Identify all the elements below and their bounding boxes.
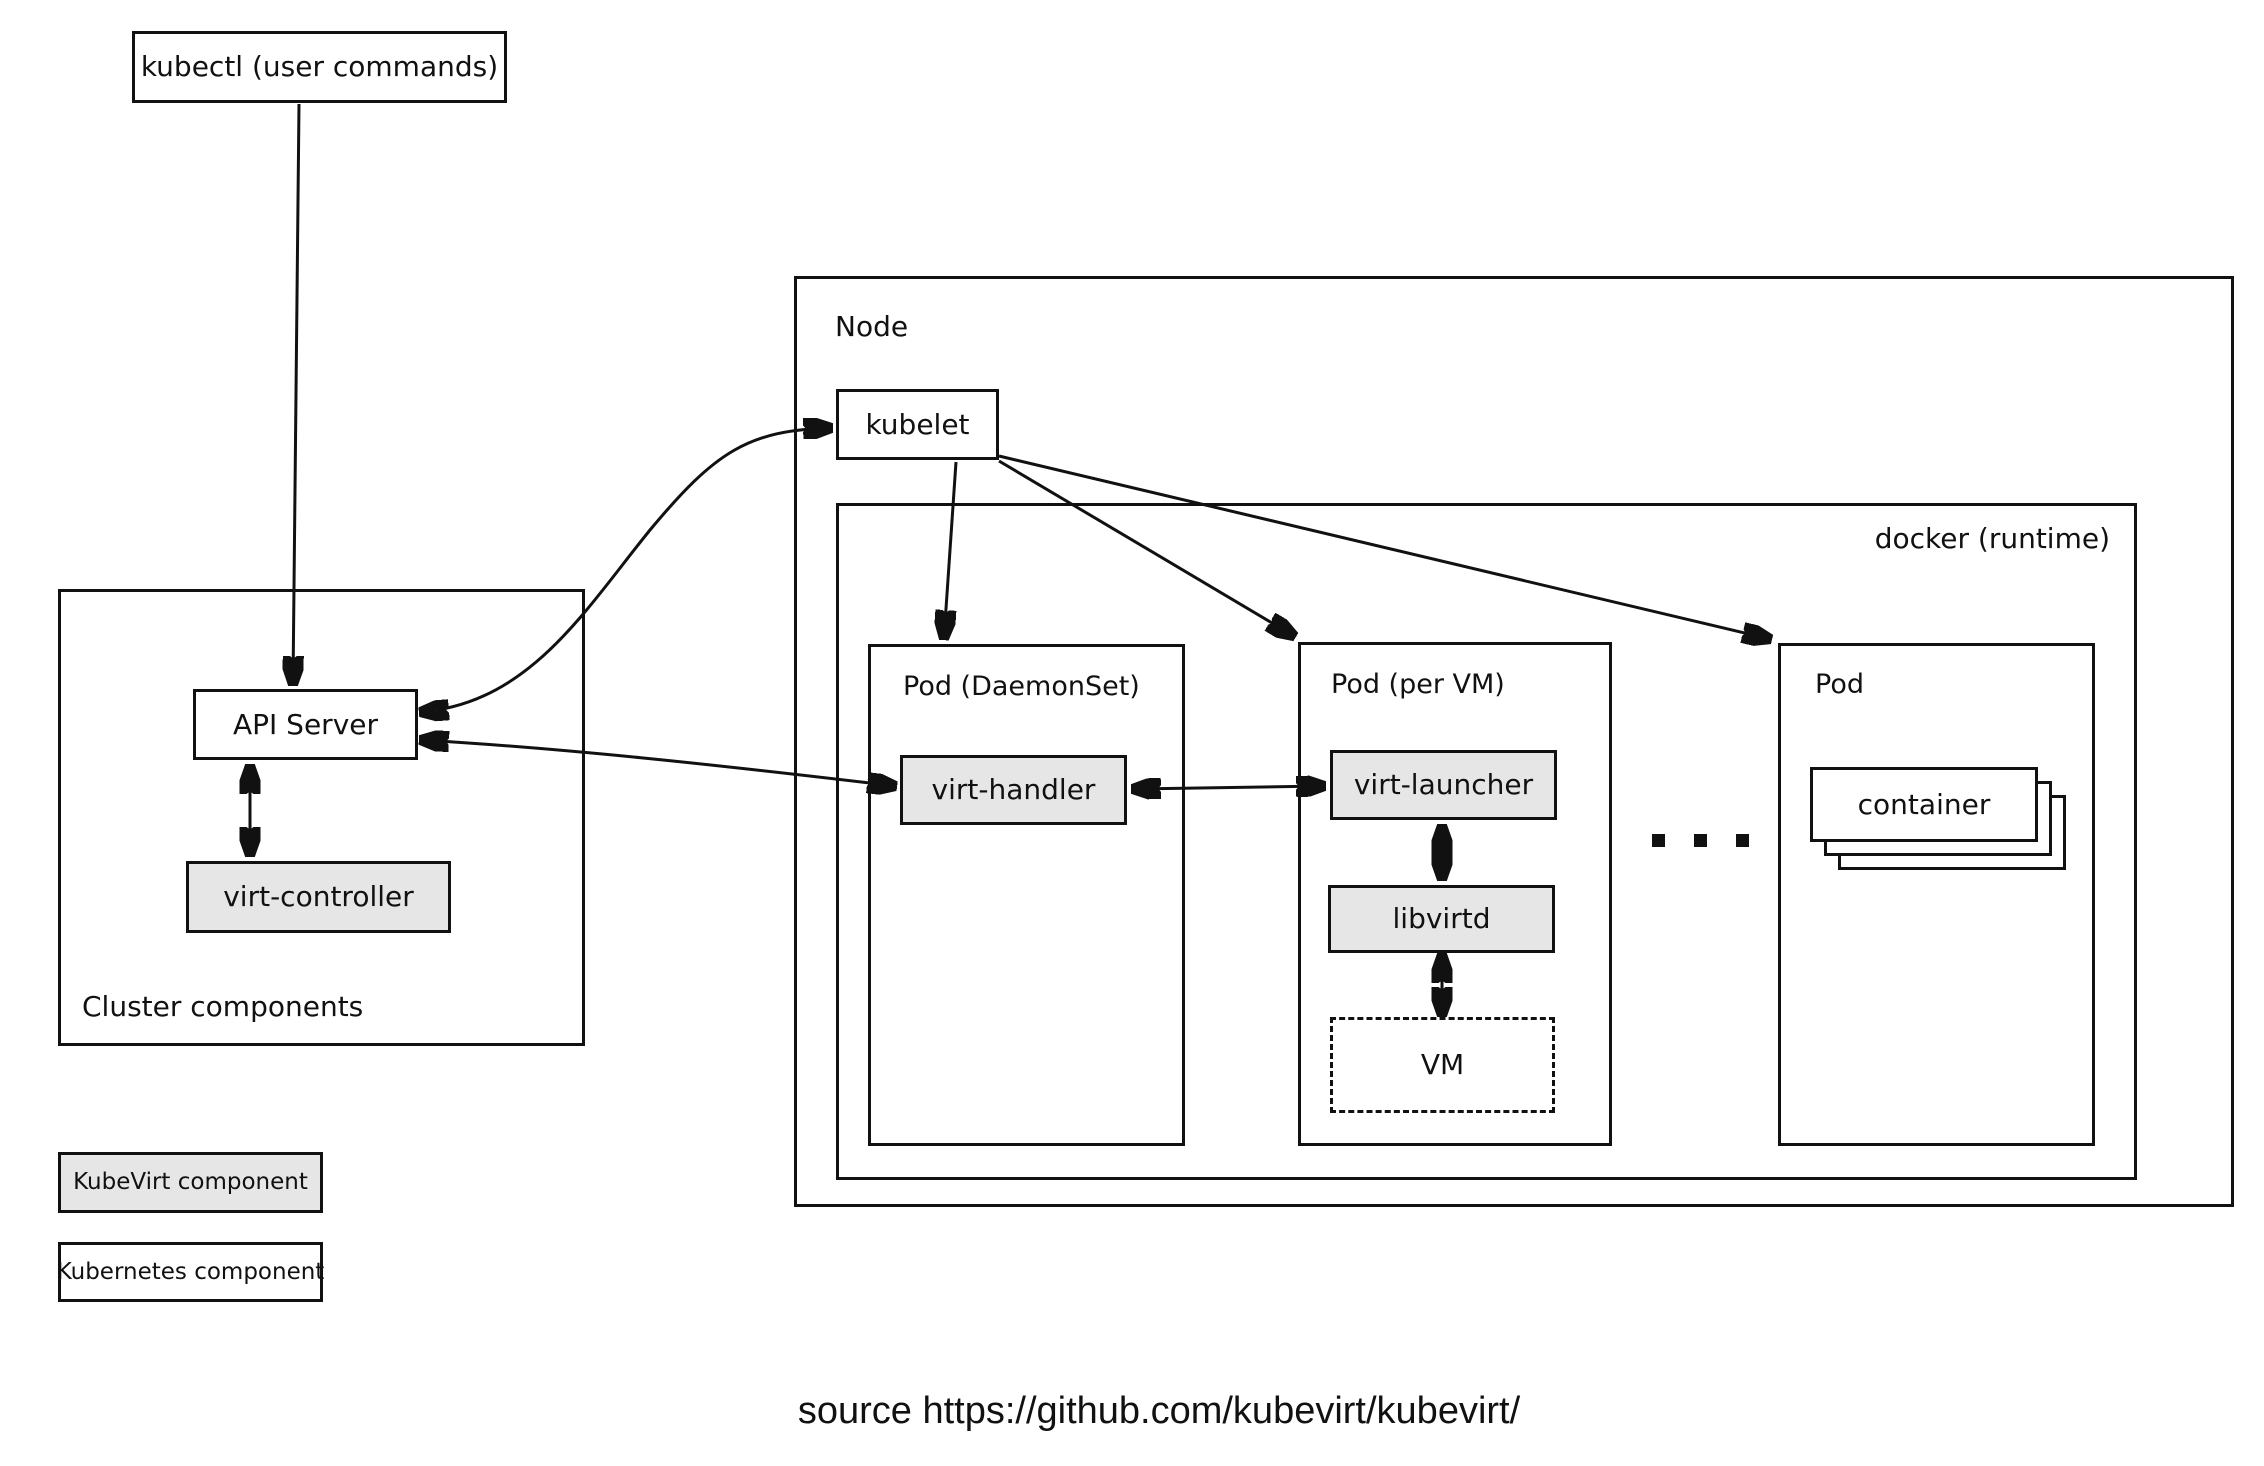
kubectl-label: kubectl (user commands) — [140, 50, 499, 83]
ellipsis-dot — [1652, 834, 1665, 847]
kubectl-box: kubectl (user commands) — [132, 31, 507, 103]
virt-handler-label: virt-handler — [931, 773, 1096, 806]
pod-daemonset-frame: Pod (DaemonSet) — [868, 644, 1185, 1146]
pod-daemonset-label: Pod (DaemonSet) — [903, 671, 1140, 702]
api-server-label: API Server — [232, 707, 379, 741]
legend-kubevirt-component: KubeVirt component — [58, 1152, 323, 1213]
api-server-box: API Server — [193, 689, 418, 760]
legend-kubernetes-component: Kubernetes component — [56, 1242, 325, 1302]
vm-box: VM — [1330, 1017, 1555, 1113]
kubelet-box: kubelet — [836, 389, 999, 460]
virt-handler-box: virt-handler — [900, 755, 1127, 825]
libvirtd-box: libvirtd — [1328, 885, 1555, 953]
legend-kubevirt-label: KubeVirt component — [73, 1169, 308, 1195]
docker-runtime-label: docker (runtime) — [1874, 522, 2110, 555]
kubelet-label: kubelet — [865, 407, 970, 441]
virt-launcher-label: virt-launcher — [1353, 768, 1534, 801]
container-box: container — [1810, 767, 2038, 842]
virt-controller-label: virt-controller — [223, 880, 414, 913]
container-label: container — [1857, 787, 1991, 821]
vm-label: VM — [1420, 1048, 1465, 1081]
pod-frame: Pod container — [1778, 643, 2095, 1146]
virt-launcher-box: virt-launcher — [1330, 750, 1557, 820]
pod-per-vm-label: Pod (per VM) — [1331, 669, 1505, 700]
pod-label: Pod — [1815, 669, 1864, 700]
cluster-components-frame: Cluster components — [58, 589, 585, 1046]
ellipsis-dot — [1736, 834, 1749, 847]
node-label: Node — [835, 310, 909, 343]
pod-per-vm-frame: Pod (per VM) — [1298, 642, 1612, 1146]
virt-controller-box: virt-controller — [186, 861, 451, 933]
ellipsis-dot — [1694, 834, 1707, 847]
source-attribution: source https://github.com/kubevirt/kubev… — [797, 1390, 1521, 1432]
cluster-components-label: Cluster components — [82, 990, 364, 1023]
legend-kubernetes-label: Kubernetes component — [56, 1258, 325, 1285]
libvirtd-label: libvirtd — [1392, 902, 1491, 935]
